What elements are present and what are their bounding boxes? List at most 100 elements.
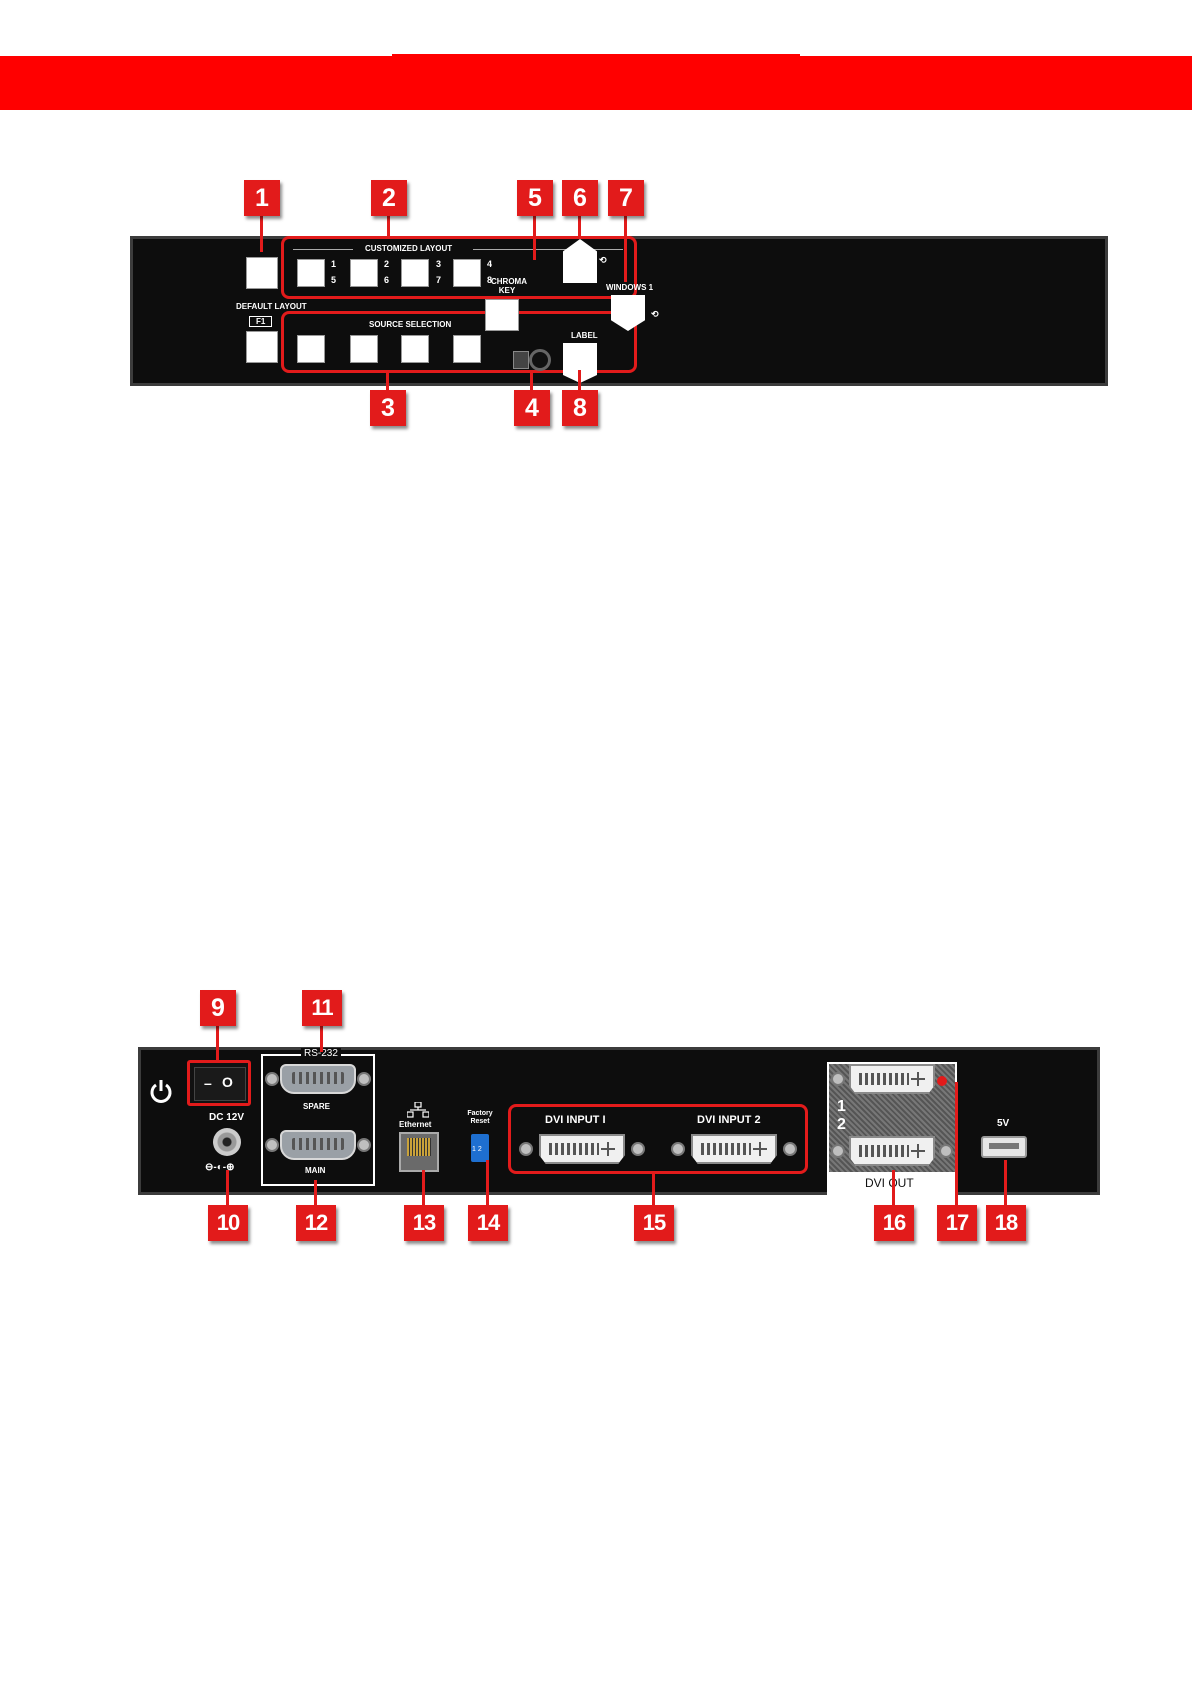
callout-13: 13 [404,1205,444,1241]
dc-label: DC 12V [209,1112,244,1123]
rs232-main-port[interactable] [280,1130,356,1160]
usb-port[interactable] [981,1136,1027,1158]
dvi-input-1-label: DVI INPUT I [545,1114,606,1126]
layout-number: 6 [384,275,389,285]
chroma-key-button[interactable] [485,299,519,331]
rotate-icon: ⟲ [599,255,607,266]
callout-stem [892,1170,895,1210]
layout-number: 5 [331,275,336,285]
callout-15: 15 [634,1205,674,1241]
rs232-spare-port[interactable] [280,1064,356,1094]
callout-7: 7 [608,180,644,216]
header-banner [0,56,1192,110]
dvi-out-1-port[interactable] [849,1064,935,1094]
control-knob[interactable] [529,349,551,371]
power-switch[interactable]: – O [187,1060,251,1106]
windows-label: WINDOWS 1 [606,283,653,292]
layout-number: 4 [487,259,492,269]
callout-10: 10 [208,1205,248,1241]
screw [783,1142,797,1156]
layout-number: 2 [384,259,389,269]
customized-layout-label: CUSTOMIZED LAYOUT [365,244,452,253]
callout-stem [226,1170,229,1210]
layout-number: 7 [436,275,441,285]
callout-4: 4 [514,390,550,426]
callout-3: 3 [370,390,406,426]
source-button-3[interactable] [401,335,429,363]
dvi-input-1-port[interactable] [539,1134,625,1164]
screw [939,1144,953,1158]
switch-on-label: O [222,1074,233,1090]
polarity-label: ⊖-◐-⊕ [205,1162,234,1173]
screw [357,1138,371,1152]
screw [357,1072,371,1086]
source-button-4[interactable] [453,335,481,363]
usb-label: 5V [997,1118,1009,1129]
dip-numbers: 1 2 [472,1146,482,1153]
screw [831,1072,845,1086]
source-selection-label: SOURCE SELECTION [369,320,451,329]
switch-off-label: – [204,1075,212,1091]
spare-label: SPARE [303,1102,330,1111]
callout-stem [422,1170,425,1210]
dvi-input-2-label: DVI INPUT 2 [697,1114,761,1126]
callout-6: 6 [562,180,598,216]
power-icon [149,1078,173,1104]
callout-8: 8 [562,390,598,426]
callout-9: 9 [200,990,236,1026]
callout-stem [320,1024,323,1052]
callout-11: 11 [302,990,342,1026]
main-label: MAIN [305,1166,325,1175]
chroma-key-label: CHROMA KEY [491,277,523,295]
layout-rule-right [473,249,623,250]
callout-17: 17 [937,1205,977,1241]
dc-jack[interactable] [213,1128,241,1156]
screw [671,1142,685,1156]
source-button-2[interactable] [350,335,378,363]
layout-number: 3 [436,259,441,269]
layout-button-3[interactable] [401,259,429,287]
callout-14: 14 [468,1205,508,1241]
callout-18: 18 [986,1205,1026,1241]
ethernet-label: Ethernet [399,1120,431,1129]
callout-stem [486,1160,489,1210]
callout-5: 5 [517,180,553,216]
f1-label: F1 [249,316,272,327]
layout-number: 1 [331,259,336,269]
callout-stem [216,1024,219,1060]
layout-button-2[interactable] [350,259,378,287]
callout-2: 2 [371,180,407,216]
screw [519,1142,533,1156]
dvi-out-2-number: 2 [837,1116,846,1134]
layout-button-4[interactable] [453,259,481,287]
source-button-1[interactable] [297,335,325,363]
rotate-icon: ⟲ [651,309,659,320]
screw [831,1144,845,1158]
callout-12: 12 [296,1205,336,1241]
layout-rule-left [293,249,353,250]
callout-1: 1 [244,180,280,216]
network-icon [407,1102,429,1118]
dvi-out-1-number: 1 [837,1098,846,1116]
default-layout-button[interactable] [246,257,278,289]
factory-reset-label: Factory Reset [465,1110,495,1126]
dvi-out-led [937,1076,947,1086]
callout-16: 16 [874,1205,914,1241]
front-panel: DEFAULT LAYOUT F1 CUSTOMIZED LAYOUT 1 5 … [130,236,1108,386]
f1-button[interactable] [246,331,278,363]
ethernet-port[interactable] [399,1132,439,1172]
callout-stem [955,1082,958,1210]
layout-button-1[interactable] [297,259,325,287]
callout-stem [533,212,536,260]
screw [265,1138,279,1152]
dvi-input-2-port[interactable] [691,1134,777,1164]
dvi-out-2-port[interactable] [849,1136,935,1166]
callout-stem [624,212,627,282]
dvi-out-label: DVI OUT [865,1176,914,1190]
callout-stem [1004,1160,1007,1210]
default-layout-label: DEFAULT LAYOUT [236,302,307,311]
label-label: LABEL [571,331,598,340]
ir-window [513,351,529,369]
screw [265,1072,279,1086]
screw [631,1142,645,1156]
